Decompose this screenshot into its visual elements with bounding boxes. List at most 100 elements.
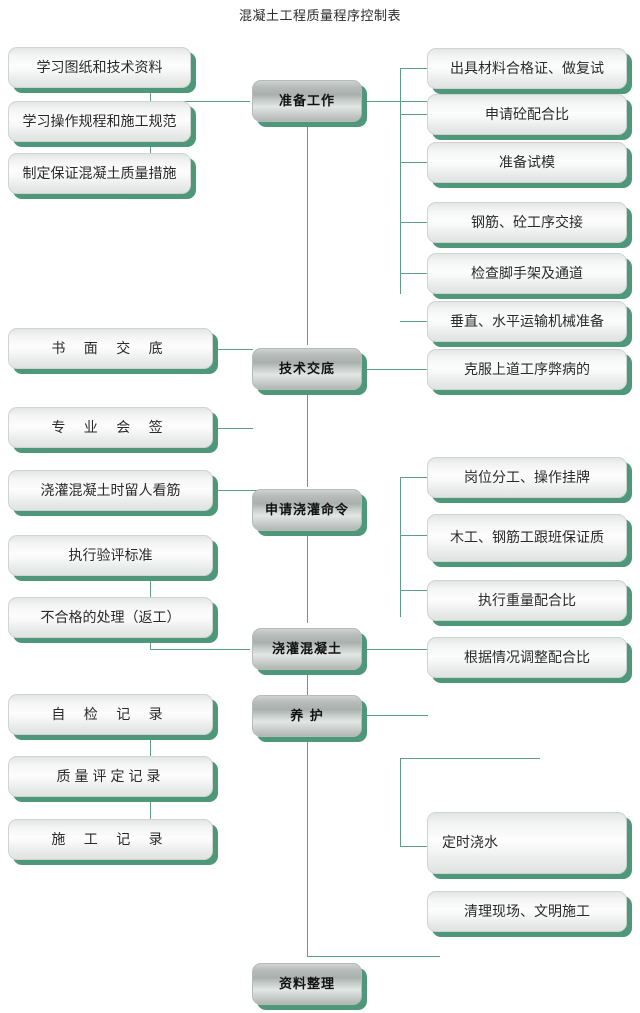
task-label: 定时浇水 bbox=[442, 835, 498, 851]
task-label: 钢筋、砼工序交接 bbox=[471, 214, 583, 231]
connector-spine-6-bar bbox=[307, 956, 440, 957]
connector-prep-right-6 bbox=[400, 321, 428, 322]
connector-prep-right-5 bbox=[400, 273, 428, 274]
task-box-right-pouring-4[interactable]: 根据情况调整配合比 bbox=[427, 637, 632, 683]
connector-spine-5-6 bbox=[307, 742, 308, 956]
connector-prep-right-bus bbox=[400, 68, 401, 294]
stage-node-preparation[interactable]: 准备工作 bbox=[252, 80, 367, 127]
node-face: 资料整理 bbox=[252, 963, 362, 1005]
node-face: 执行验评标准 bbox=[8, 535, 213, 576]
task-box-right-pouring-3[interactable]: 执行重量配合比 bbox=[427, 580, 632, 626]
task-box-right-pouring-2[interactable]: 木工、钢筋工跟班保证质 bbox=[427, 514, 632, 567]
task-box-right-curing-1[interactable]: 定时浇水 bbox=[427, 812, 632, 879]
node-face: 出具材料合格证、做复试 bbox=[427, 48, 627, 89]
node-face: 准备试模 bbox=[427, 142, 627, 183]
connector-prep-right-stem bbox=[362, 101, 428, 102]
connector-pouring-right-1 bbox=[400, 477, 428, 478]
task-box-left-disclosure-2[interactable]: 专 业 会 签 bbox=[8, 407, 218, 453]
task-box-left-records-2[interactable]: 质量评定记录 bbox=[8, 756, 218, 802]
task-box-left-prep-1[interactable]: 学习图纸和技术资料 bbox=[8, 47, 196, 93]
connector-prep-left-stem bbox=[150, 101, 250, 102]
connector-spine-2-3 bbox=[307, 395, 308, 487]
node-face: 岗位分工、操作挂牌 bbox=[427, 457, 627, 498]
task-label: 申请砼配合比 bbox=[485, 106, 569, 123]
node-face: 清理现场、文明施工 bbox=[427, 891, 627, 932]
task-box-right-prep-5[interactable]: 检查脚手架及通道 bbox=[427, 253, 632, 299]
node-face: 根据情况调整配合比 bbox=[427, 637, 627, 678]
node-face: 书 面 交 底 bbox=[8, 328, 213, 369]
connector-disclosure-left-1 bbox=[213, 349, 253, 350]
task-label: 专 业 会 签 bbox=[51, 419, 170, 436]
task-label: 岗位分工、操作挂牌 bbox=[464, 469, 590, 486]
task-box-left-disclosure-1[interactable]: 书 面 交 底 bbox=[8, 328, 218, 374]
node-face: 钢筋、砼工序交接 bbox=[427, 202, 627, 243]
node-face: 执行重量配合比 bbox=[427, 580, 627, 621]
node-face: 垂直、水平运输机械准备 bbox=[427, 301, 627, 342]
stage-node-pour-request[interactable]: 申请浇灌命令 bbox=[252, 489, 367, 536]
connector-spine-1-2 bbox=[307, 127, 308, 345]
node-face: 技术交底 bbox=[252, 348, 362, 390]
task-label: 木工、钢筋工跟班保证质 bbox=[450, 530, 604, 546]
node-face: 学习操作规程和施工规范 bbox=[8, 101, 191, 142]
stage-node-curing[interactable]: 养 护 bbox=[252, 695, 367, 742]
task-label: 准备试模 bbox=[499, 154, 555, 171]
task-box-right-prep-3[interactable]: 准备试模 bbox=[427, 142, 632, 188]
node-face: 浇灌混凝土 bbox=[252, 628, 362, 670]
connector-prep-right-3 bbox=[400, 162, 428, 163]
node-face: 检查脚手架及通道 bbox=[427, 253, 627, 294]
task-box-left-pour-3[interactable]: 不合格的处理（返工） bbox=[8, 597, 218, 643]
task-box-right-curing-2[interactable]: 清理现场、文明施工 bbox=[427, 891, 632, 937]
stage-node-technical-disclosure[interactable]: 技术交底 bbox=[252, 348, 367, 395]
connector-pour-left-stem bbox=[150, 649, 250, 650]
task-box-left-prep-2[interactable]: 学习操作规程和施工规范 bbox=[8, 101, 196, 147]
connector-pouring-right-2 bbox=[400, 535, 428, 536]
task-box-right-prep-6[interactable]: 垂直、水平运输机械准备 bbox=[427, 301, 632, 347]
stage-node-pouring-concrete[interactable]: 浇灌混凝土 bbox=[252, 628, 367, 675]
node-face: 浇灌混凝土时留人看筋 bbox=[8, 470, 213, 511]
connector-curing-right-top bbox=[400, 758, 540, 759]
node-face: 质量评定记录 bbox=[8, 756, 213, 797]
task-box-right-prep-2[interactable]: 申请砼配合比 bbox=[427, 94, 632, 140]
node-face: 施 工 记 录 bbox=[8, 819, 213, 860]
stage-node-document-compilation[interactable]: 资料整理 bbox=[252, 963, 367, 1010]
task-box-left-records-1[interactable]: 自 检 记 录 bbox=[8, 694, 218, 740]
connector-pouring-right-bus bbox=[400, 477, 401, 617]
stage-label: 准备工作 bbox=[278, 93, 335, 109]
connector-pouring-right-3 bbox=[400, 590, 428, 591]
connector-prep-right-2 bbox=[400, 114, 428, 115]
connector-disclosure-right-1 bbox=[362, 369, 428, 370]
task-box-right-disclosure-1[interactable]: 克服上道工序弊病的 bbox=[427, 349, 632, 395]
task-label: 出具材料合格证、做复试 bbox=[450, 60, 604, 77]
task-label: 执行验评标准 bbox=[68, 547, 153, 564]
stage-label: 资料整理 bbox=[278, 976, 335, 992]
node-face: 申请浇灌命令 bbox=[252, 489, 362, 531]
task-label: 学习操作规程和施工规范 bbox=[22, 113, 177, 130]
task-label: 制定保证混凝土质量措施 bbox=[22, 165, 177, 182]
task-label: 根据情况调整配合比 bbox=[464, 649, 590, 666]
task-label: 清理现场、文明施工 bbox=[464, 903, 590, 920]
connector-curing-right-1 bbox=[400, 846, 428, 847]
node-face: 不合格的处理（返工） bbox=[8, 597, 213, 638]
connector-prep-right-1 bbox=[400, 68, 428, 69]
task-label: 施 工 记 录 bbox=[51, 831, 170, 848]
node-face: 克服上道工序弊病的 bbox=[427, 349, 627, 390]
task-box-right-prep-1[interactable]: 出具材料合格证、做复试 bbox=[427, 48, 632, 94]
node-face: 木工、钢筋工跟班保证质 bbox=[427, 514, 627, 562]
node-face: 学习图纸和技术资料 bbox=[8, 47, 191, 88]
node-face: 养 护 bbox=[252, 695, 362, 737]
task-box-right-prep-4[interactable]: 钢筋、砼工序交接 bbox=[427, 202, 632, 248]
task-label: 浇灌混凝土时留人看筋 bbox=[40, 482, 181, 499]
connector-pouring-right-4 bbox=[362, 649, 428, 650]
task-box-left-records-3[interactable]: 施 工 记 录 bbox=[8, 819, 218, 865]
connector-spine-3-4 bbox=[307, 516, 308, 623]
task-box-left-prep-3[interactable]: 制定保证混凝土质量措施 bbox=[8, 153, 196, 199]
task-label: 学习图纸和技术资料 bbox=[36, 59, 163, 76]
task-label: 克服上道工序弊病的 bbox=[464, 361, 590, 378]
task-box-left-pour-1[interactable]: 浇灌混凝土时留人看筋 bbox=[8, 470, 218, 516]
node-face: 专 业 会 签 bbox=[8, 407, 213, 448]
task-box-right-pouring-1[interactable]: 岗位分工、操作挂牌 bbox=[427, 457, 632, 503]
node-face: 申请砼配合比 bbox=[427, 94, 627, 135]
node-face: 制定保证混凝土质量措施 bbox=[8, 153, 191, 194]
task-box-left-pour-2[interactable]: 执行验评标准 bbox=[8, 535, 218, 581]
connector-curing-right-bus bbox=[400, 758, 401, 846]
